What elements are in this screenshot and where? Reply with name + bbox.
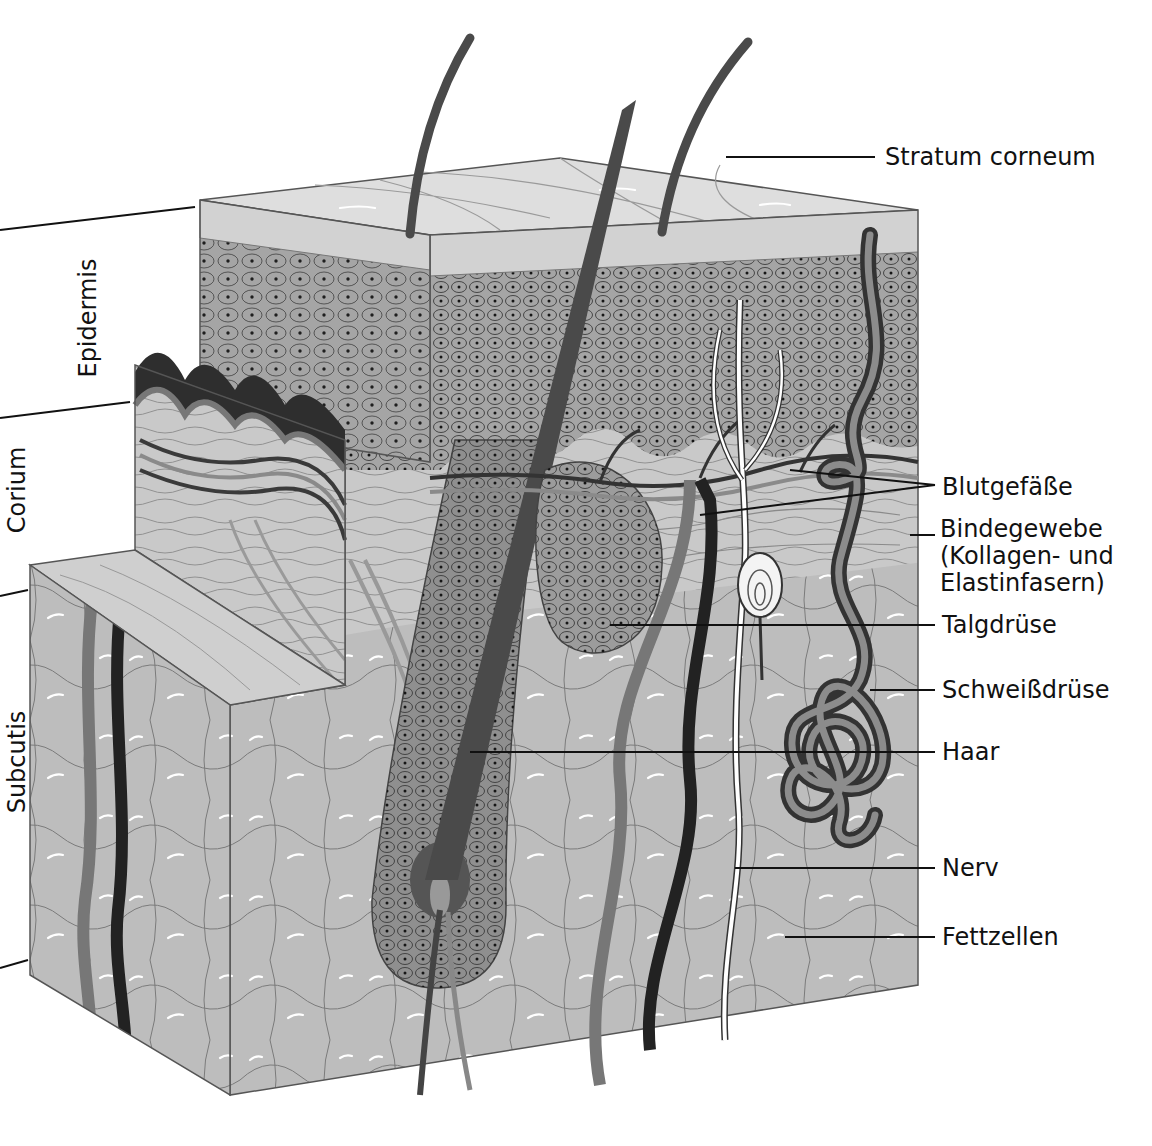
part-label: Bindegewebe (Kollagen- und Elastinfasern… <box>940 516 1148 597</box>
part-label: Schweißdrüse <box>942 676 1109 704</box>
part-label: Talgdrüse <box>942 611 1057 639</box>
part-label: Blutgefäße <box>942 473 1073 501</box>
layer-label: Corium <box>3 447 31 534</box>
layer-label: Epidermis <box>74 258 102 377</box>
part-label: Nerv <box>942 854 999 882</box>
layer-label: Stratum corneum <box>885 143 1096 171</box>
part-label: Fettzellen <box>942 923 1059 951</box>
part-label: Haar <box>942 738 999 766</box>
layer-label: Subcutis <box>3 711 31 814</box>
